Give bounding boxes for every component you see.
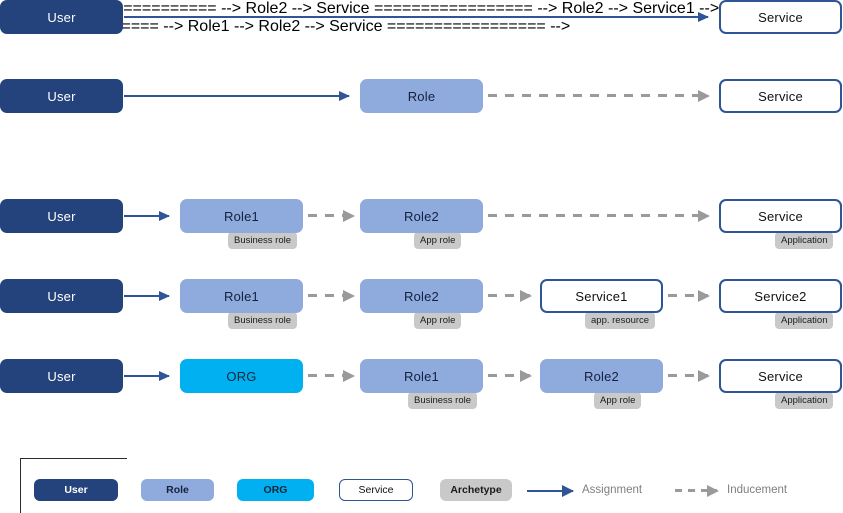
node-role-row2[interactable]: Role — [360, 79, 483, 113]
node-service-row3[interactable]: Service — [719, 199, 842, 233]
node-role2-row5[interactable]: Role2 — [540, 359, 663, 393]
archetype-tag-service-row5: Application — [775, 392, 834, 409]
connector-inducement-row5-c — [668, 374, 708, 377]
archetype-tag-role2-row5: App role — [594, 392, 642, 409]
connector-assignment-row1 — [124, 16, 708, 18]
connector-inducement-row5-b — [488, 374, 530, 377]
legend-shape-user: User — [34, 479, 118, 501]
connector-inducement-row4-c — [668, 294, 708, 297]
node-service1-row4[interactable]: Service1 — [540, 279, 663, 313]
node-user-row4[interactable]: User — [0, 279, 123, 313]
archetype-tag-role1-row4: Business role — [228, 312, 298, 329]
archetype-tag-role1-row3: Business role — [228, 232, 298, 249]
node-org-row5[interactable]: ORG — [180, 359, 303, 393]
legend-inducement-arrow — [675, 489, 717, 492]
node-role2-row3[interactable]: Role2 — [360, 199, 483, 233]
node-role1-row3[interactable]: Role1 — [180, 199, 303, 233]
archetype-tag-service1-row4: app. resource — [585, 312, 656, 329]
node-role1-row5[interactable]: Role1 — [360, 359, 483, 393]
legend-inducement-label: Inducement — [727, 484, 788, 496]
node-user-row2[interactable]: User — [0, 79, 123, 113]
legend-assignment-arrow — [527, 490, 573, 492]
archetype-tag-service2-row4: Application — [775, 312, 834, 329]
legend-shape-role: Role — [141, 479, 214, 501]
connector-inducement-row3-b — [488, 214, 708, 217]
archetype-tag-role1-row5: Business role — [408, 392, 478, 409]
connector-inducement-row5-a — [308, 374, 353, 377]
archetype-tag-role2-row4: App role — [414, 312, 462, 329]
legend-assignment-label: Assignment — [582, 484, 643, 496]
connector-assignment-row2 — [124, 95, 349, 97]
archetype-tag-role2-row3: App role — [414, 232, 462, 249]
connector-assignment-row5 — [124, 375, 169, 377]
connector-inducement-row4-a — [308, 294, 353, 297]
node-user-row5[interactable]: User — [0, 359, 123, 393]
node-user-row3[interactable]: User — [0, 199, 123, 233]
archetype-tag-service-row3: Application — [775, 232, 834, 249]
connector-inducement-row2 — [488, 94, 708, 97]
connector-assignment-row4 — [124, 295, 169, 297]
connector-assignment-row3 — [124, 215, 169, 217]
legend-shape-service: Service — [339, 479, 413, 501]
node-service-row1[interactable]: Service — [719, 0, 842, 34]
node-service-row5[interactable]: Service — [719, 359, 842, 393]
connector-inducement-row3-a — [308, 214, 353, 217]
legend-shape-org: ORG — [237, 479, 314, 501]
node-role2-row4[interactable]: Role2 — [360, 279, 483, 313]
legend-shape-archetype: Archetype — [440, 479, 512, 501]
node-user-row1[interactable]: User — [0, 0, 123, 34]
connector-inducement-row4-b — [488, 294, 530, 297]
node-service-row2[interactable]: Service — [719, 79, 842, 113]
node-service2-row4[interactable]: Service2 — [719, 279, 842, 313]
node-role1-row4[interactable]: Role1 — [180, 279, 303, 313]
legend-frame — [20, 458, 127, 513]
